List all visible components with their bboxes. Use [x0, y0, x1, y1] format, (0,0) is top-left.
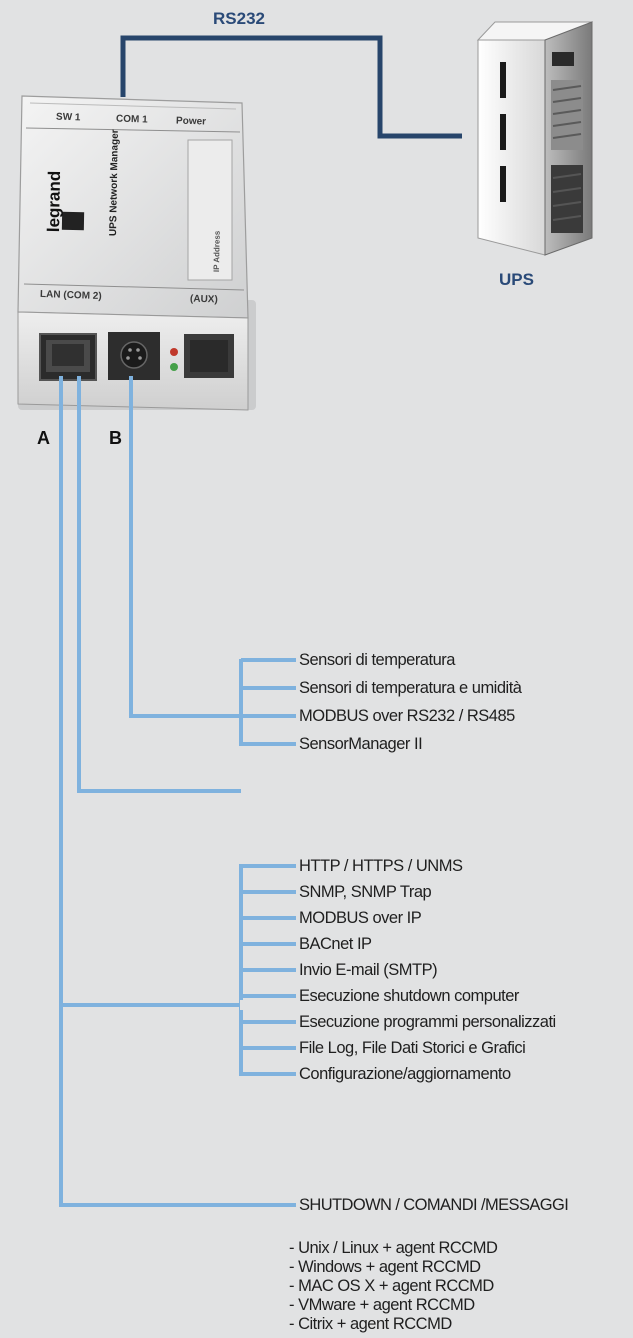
group-a-item: - Citrix + agent RCCMD — [289, 1315, 452, 1333]
status-led-green — [170, 363, 178, 371]
port-a-label: A — [37, 428, 50, 448]
network-manager-device — [17, 95, 249, 411]
group-b-item: MODBUS over RS232 / RS485 — [299, 707, 515, 725]
port-b-label: B — [109, 428, 122, 448]
group-lan-item: Invio E-mail (SMTP) — [299, 961, 438, 979]
group-a-item: - Windows + agent RCCMD — [289, 1258, 481, 1276]
group-lan-item: MODBUS over IP — [299, 909, 422, 927]
group-a-title: SHUTDOWN / COMANDI /MESSAGGI — [299, 1196, 569, 1214]
group-lan-item: Esecuzione programmi personalizzati — [299, 1013, 556, 1031]
group-a-item: - Unix / Linux + agent RCCMD — [289, 1239, 498, 1257]
group-lan-item: HTTP / HTTPS / UNMS — [299, 857, 463, 875]
rs232-label: RS232 — [213, 9, 265, 28]
group-lan-item: Esecuzione shutdown computer — [299, 987, 519, 1005]
group-a-item: - VMware + agent RCCMD — [289, 1296, 475, 1314]
legrand-logo-icon — [61, 211, 85, 231]
group-b-item: Sensori di temperatura e umidità — [299, 679, 522, 697]
group-lan-item: File Log, File Dati Storici e Grafici — [299, 1039, 526, 1057]
group-lan-item: SNMP, SNMP Trap — [299, 883, 432, 901]
group-b-item: Sensori di temperatura — [299, 651, 455, 669]
group-a-item: - MAC OS X + agent RCCMD — [289, 1277, 494, 1295]
group-b-item: SensorManager II — [299, 735, 423, 753]
group-lan-item: Configurazione/aggiornamento — [299, 1065, 511, 1083]
ups-cabinet-icon — [476, 21, 594, 256]
group-lan-item: BACnet IP — [299, 935, 372, 953]
ups-label: UPS — [499, 270, 534, 289]
rs232-cable — [120, 35, 462, 139]
status-led-red — [170, 348, 178, 356]
